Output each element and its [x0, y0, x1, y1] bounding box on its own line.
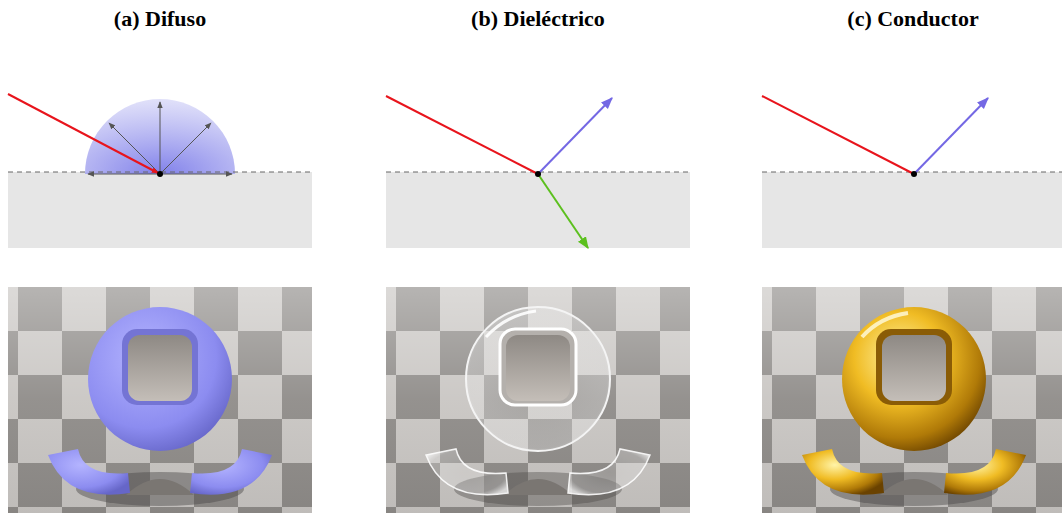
conductor-schematic	[762, 96, 1062, 248]
panel-heading: (a) Difuso	[114, 6, 206, 32]
dielectric-render	[386, 287, 690, 513]
dielectric-schematic	[386, 96, 690, 248]
diffuse-render	[8, 287, 312, 513]
diffuse-schematic	[8, 94, 312, 248]
conductor-render	[762, 287, 1062, 513]
panel-heading: (b) Dieléctrico	[471, 6, 605, 32]
panel-heading: (c) Conductor	[847, 6, 978, 32]
